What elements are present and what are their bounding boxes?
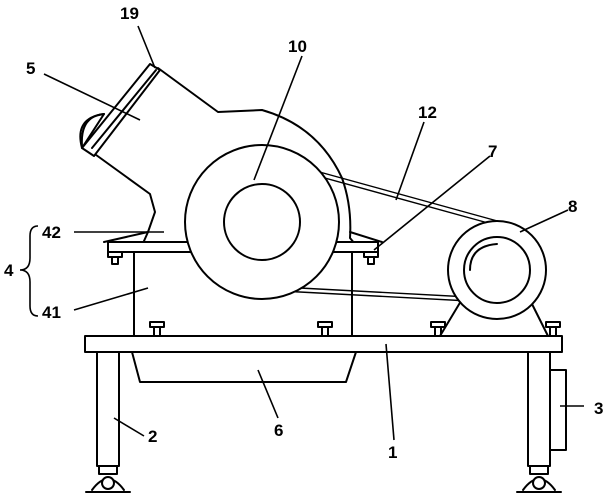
label-42: 42 [42,223,61,242]
leg-right [527,351,551,467]
table-bolts [149,321,561,337]
label-12: 12 [418,103,437,122]
bolt [317,321,333,337]
label-2: 2 [148,427,157,446]
inlet-hinge [79,113,105,149]
feed-inlet [81,63,161,157]
leg-left [96,351,120,467]
control-box [549,369,567,451]
bolt [363,251,379,265]
motor-pulley [447,220,547,320]
bolt [545,321,561,337]
label-41: 41 [42,303,61,322]
leader-lines [43,25,584,441]
brace-4 [19,225,39,317]
label-7: 7 [488,142,497,161]
bolt [107,251,123,265]
label-3: 3 [594,399,603,418]
bolt [430,321,446,337]
bolt [149,321,165,337]
discharge-hopper [131,351,357,383]
label-10: 10 [288,37,307,56]
label-6: 6 [274,421,283,440]
large-pulley [184,144,340,300]
label-19: 19 [120,4,139,23]
flange-bolts [107,251,379,265]
table-frame [84,335,563,353]
label-1: 1 [388,443,397,462]
label-5: 5 [26,59,35,78]
caster-right [516,465,562,493]
caster-left [85,465,131,493]
label-8: 8 [568,197,577,216]
label-4: 4 [4,261,14,280]
